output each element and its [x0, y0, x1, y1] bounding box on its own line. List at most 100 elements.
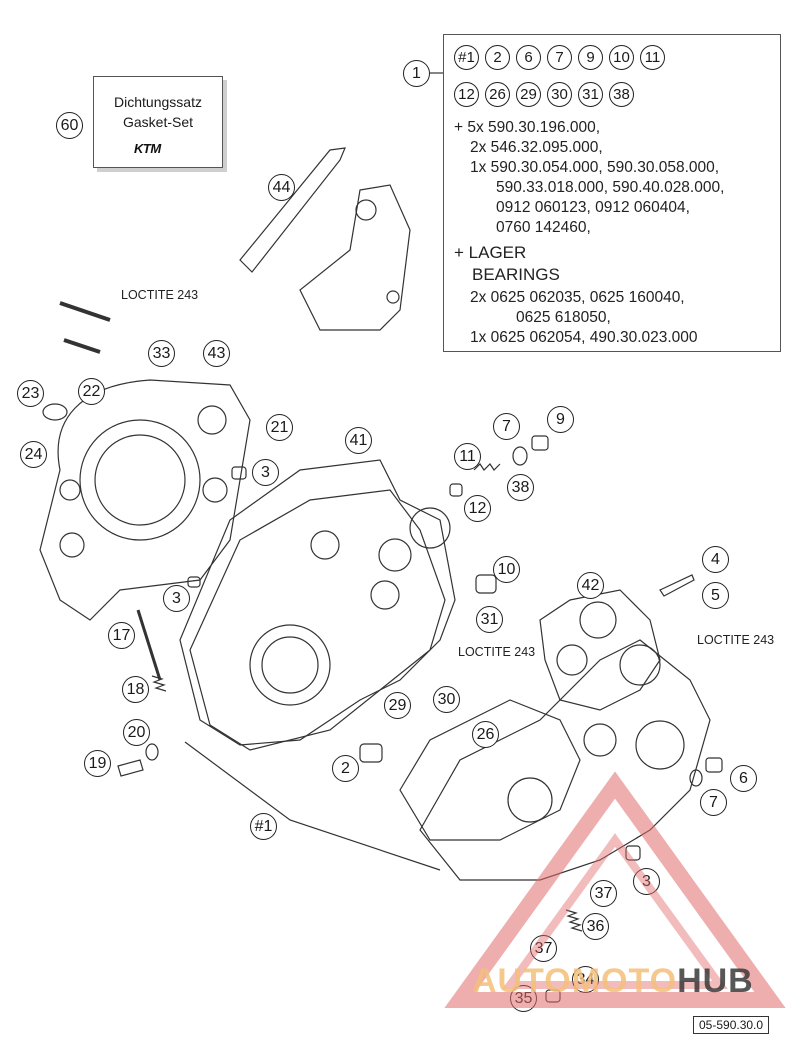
legend-line: 0625 618050, [516, 309, 611, 326]
legend-line: 2x 546.32.095.000, [470, 139, 603, 156]
document-number: 05-590.30.0 [693, 1016, 770, 1034]
crankcase-left-half [189, 489, 446, 751]
callout-part: 33 [148, 340, 175, 367]
callout-part: 44 [268, 174, 295, 201]
bolt-part [59, 301, 111, 322]
legend-line: 0760 142460, [496, 219, 591, 236]
crankcase-right-half [419, 639, 711, 881]
clutch-cover-part-43 [39, 379, 251, 621]
callout-part: 23 [17, 380, 44, 407]
legend-row-1: #1 2 6 7 9 10 11 [454, 45, 665, 70]
gasket-set-label-de: Dichtungssatz [114, 94, 202, 110]
callout-part: 3 [163, 585, 190, 612]
legend-callout: 29 [516, 82, 541, 107]
screw-part-19 [117, 759, 144, 777]
legend-callout: 11 [640, 45, 665, 70]
legend-callout: #1 [454, 45, 479, 70]
crankcase-bearing-bore-inner [261, 636, 319, 694]
callout-part: 36 [582, 913, 609, 940]
legend-line: + LAGER [454, 243, 527, 262]
watermark-part-2: HUB [677, 962, 754, 1000]
gasket-hole [556, 644, 588, 676]
watermark-part-1: AUTOMOTO [472, 962, 678, 1000]
bolt-part [63, 338, 101, 354]
legend-callout: 7 [547, 45, 572, 70]
legend-callout: 10 [609, 45, 634, 70]
gasket-set-label-en: Gasket-Set [122, 114, 194, 130]
legend-callout: 6 [516, 45, 541, 70]
cover-boss [59, 479, 81, 501]
legend-callout: 31 [578, 82, 603, 107]
legend-callout: 30 [547, 82, 572, 107]
crankcase-boss [583, 723, 617, 757]
callout-part: 18 [122, 676, 149, 703]
plug-part-23 [42, 403, 68, 421]
callout-part: 22 [78, 378, 105, 405]
legend-line: 590.33.018.000, 590.40.028.000, [496, 179, 725, 196]
guard-hole [386, 290, 400, 304]
crankcase-bearing-bore [635, 720, 685, 770]
bushing-part-2 [359, 743, 383, 763]
callout-part: 31 [476, 606, 503, 633]
legend-marker-callout: 1 [403, 60, 430, 87]
set-1-bracket [184, 741, 441, 871]
callout-part: 10 [493, 556, 520, 583]
bushing-part-3 [231, 466, 247, 480]
legend-callout: 12 [454, 82, 479, 107]
callout-part: 9 [547, 406, 574, 433]
bushing-part-3 [625, 845, 641, 861]
callout-part: 19 [84, 750, 111, 777]
spring-part-36 [565, 909, 583, 932]
legend-callout: 38 [609, 82, 634, 107]
spring-part-11 [473, 463, 501, 471]
callout-part: 5 [702, 582, 729, 609]
cover-boss [59, 532, 85, 558]
bushing-part-12 [449, 483, 463, 497]
plug-part-6 [705, 757, 723, 773]
callout-part: 12 [464, 495, 491, 522]
legend-callout: 2 [485, 45, 510, 70]
clip-part-4 [659, 574, 695, 597]
callout-part: 26 [472, 721, 499, 748]
plug-part-9 [531, 435, 549, 451]
bracket-part-44 [239, 147, 346, 273]
callout-gasket-set: 60 [56, 112, 83, 139]
parts-set-legend: #1 2 6 7 9 10 11 12 26 29 30 31 38 + 5x … [443, 34, 781, 352]
loctite-note: LOCTITE 243 [697, 633, 775, 647]
gasket-hole [579, 601, 617, 639]
cover-boss [202, 477, 228, 503]
callout-part: 21 [266, 414, 293, 441]
crankcase-bearing-bore [249, 624, 331, 706]
callout-part: 20 [123, 719, 150, 746]
callout-part: 11 [454, 443, 481, 470]
legend-row-2: 12 26 29 30 31 38 [454, 82, 634, 107]
legend-callout: 26 [485, 82, 510, 107]
gasket-set-box: Dichtungssatz Gasket-Set KTM [93, 76, 223, 168]
bushing-part-3 [187, 576, 201, 588]
crankcase-boss [409, 507, 451, 549]
callout-part: 30 [433, 686, 460, 713]
shaft-part-17 [136, 609, 162, 681]
callout-part: 7 [493, 413, 520, 440]
crankcase-boss [378, 538, 412, 572]
callout-part: 38 [507, 474, 534, 501]
spring-part-18 [151, 675, 167, 692]
callout-part: 37 [530, 935, 557, 962]
washer-part-7 [689, 769, 703, 787]
legend-line: 2x 0625 062035, 0625 160040, [470, 289, 685, 306]
legend-line: 1x 0625 062054, 490.30.023.000 [470, 329, 698, 346]
legend-line: 0912 060123, 0912 060404, [496, 199, 690, 216]
callout-part: 3 [633, 868, 660, 895]
legend-line: BEARINGS [472, 265, 560, 284]
loctite-note: LOCTITE 243 [121, 288, 199, 302]
crankcase-boss [370, 580, 400, 610]
washer-part-7 [512, 446, 528, 466]
crankcase-boss [310, 530, 340, 560]
callout-part: 17 [108, 622, 135, 649]
guard-hole [355, 199, 377, 221]
callout-part: 4 [702, 546, 729, 573]
callout-part: 7 [700, 789, 727, 816]
callout-part: 41 [345, 427, 372, 454]
legend-line: 1x 590.30.054.000, 590.30.058.000, [470, 159, 720, 176]
